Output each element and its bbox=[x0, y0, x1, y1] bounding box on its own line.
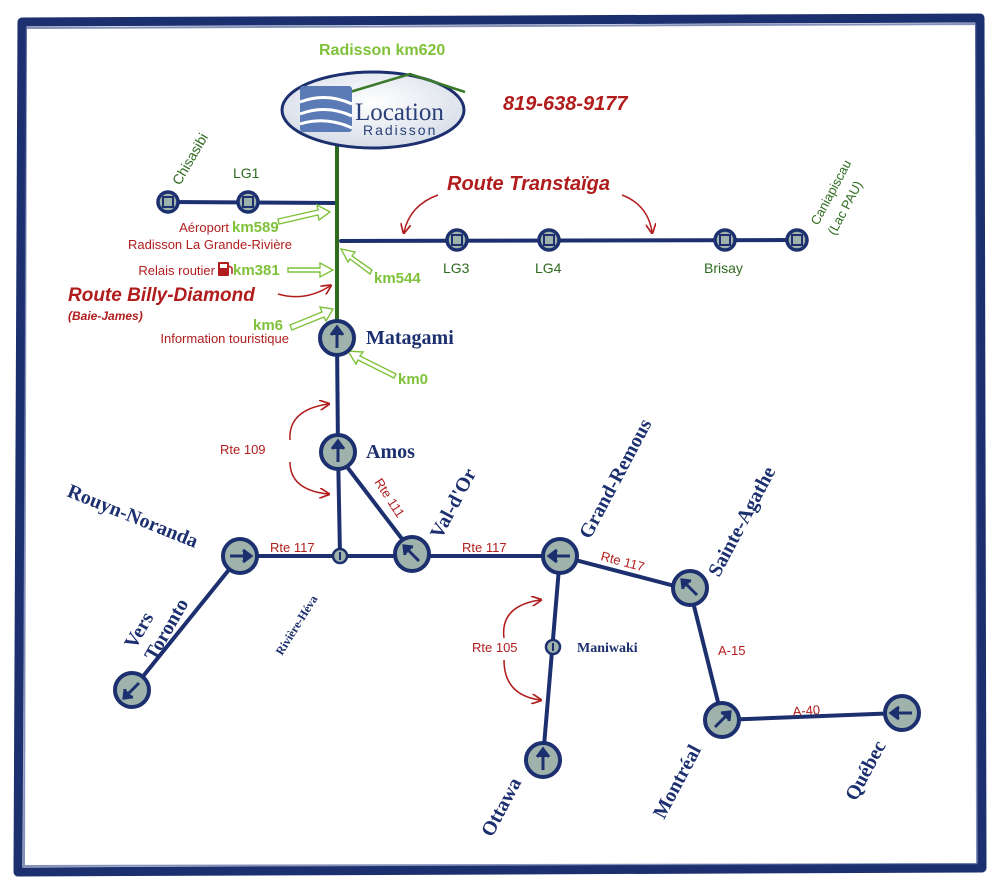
transtaiga-arrow-right bbox=[621, 194, 652, 232]
road-montreal-quebec bbox=[720, 711, 902, 722]
rte109-arrow-up bbox=[289, 404, 328, 441]
label-brisay: Brisay bbox=[704, 260, 743, 276]
road-rouyn-toronto bbox=[130, 554, 242, 692]
road-grand-remous-ottawa bbox=[541, 554, 562, 760]
km381-label: km381 bbox=[233, 262, 280, 279]
node-grand-remous bbox=[541, 537, 579, 575]
node-rouyn-noranda bbox=[221, 537, 259, 575]
stop-lg4 bbox=[537, 228, 561, 252]
rte109-label: Rte 109 bbox=[220, 442, 266, 457]
radisson-lgr-label: Radisson La Grande-Rivière bbox=[128, 237, 292, 252]
phone-number: 819-638-9177 bbox=[503, 93, 628, 115]
rte105-arrow-down bbox=[503, 659, 540, 700]
km544-label: km544 bbox=[374, 270, 421, 287]
fuel-pump-icon bbox=[218, 262, 233, 276]
transtaiga-arrow-left bbox=[404, 194, 439, 232]
rte109-arrow-down bbox=[289, 461, 328, 494]
logo-line1: Location bbox=[355, 99, 444, 126]
label-lg1: LG1 bbox=[233, 165, 260, 181]
radisson-km-label: Radisson km620 bbox=[319, 42, 445, 59]
north-stops bbox=[156, 190, 809, 252]
city-nodes bbox=[113, 319, 921, 779]
info-touristique-label: Information touristique bbox=[160, 331, 289, 346]
billy-diamond-arrow bbox=[277, 286, 330, 298]
node-riviere-heva bbox=[331, 547, 349, 565]
city-matagami: Matagami bbox=[366, 327, 454, 349]
stop-brisay bbox=[713, 228, 737, 252]
node-val-dor bbox=[393, 535, 431, 573]
node-sainte-agathe bbox=[671, 569, 709, 607]
label-lg4: LG4 bbox=[535, 260, 562, 276]
node-maniwaki bbox=[544, 638, 562, 656]
label-lg3: LG3 bbox=[443, 260, 470, 276]
a40-label: A-40 bbox=[792, 702, 820, 719]
route-billy-diamond-label: Route Billy-Diamond bbox=[68, 285, 255, 306]
road-grand-remous-sainte-agathe bbox=[558, 554, 692, 592]
rte117-label-a: Rte 117 bbox=[270, 540, 315, 555]
city-amos: Amos bbox=[366, 441, 415, 463]
stop-lg1 bbox=[236, 190, 260, 214]
rte105-label: Rte 105 bbox=[472, 640, 518, 655]
road-sainte-agathe-montreal bbox=[688, 588, 724, 720]
km589-label: km589 bbox=[232, 219, 279, 236]
stop-caniapiscau bbox=[785, 228, 809, 252]
km0-label: km0 bbox=[398, 371, 428, 388]
km6-label: km6 bbox=[253, 317, 283, 334]
node-montreal bbox=[703, 701, 741, 739]
relais-label: Relais routier bbox=[138, 263, 215, 278]
node-amos bbox=[319, 433, 357, 471]
aeroport-label: Aéroport bbox=[179, 220, 229, 235]
logo-line2: Radisson bbox=[363, 122, 437, 138]
stop-lg3 bbox=[445, 228, 469, 252]
stop-chisasibi bbox=[156, 190, 180, 214]
a15-label: A-15 bbox=[718, 643, 745, 658]
route-transtaiga-label: Route Transtaïga bbox=[447, 173, 610, 195]
km-arrows bbox=[277, 203, 397, 379]
city-maniwaki: Maniwaki bbox=[577, 641, 638, 656]
route-billy-diamond-sub: (Baie-James) bbox=[68, 309, 143, 323]
rte117-label-b: Rte 117 bbox=[462, 540, 507, 555]
map-frame bbox=[13, 13, 987, 877]
rte105-arrow-up bbox=[502, 600, 540, 639]
node-ottawa bbox=[524, 741, 562, 779]
road-amos-val-dor bbox=[336, 453, 414, 554]
node-matagami bbox=[318, 319, 356, 357]
node-toronto bbox=[113, 671, 151, 709]
node-quebec bbox=[883, 694, 921, 732]
location-radisson-logo: Location Radisson bbox=[280, 70, 466, 150]
